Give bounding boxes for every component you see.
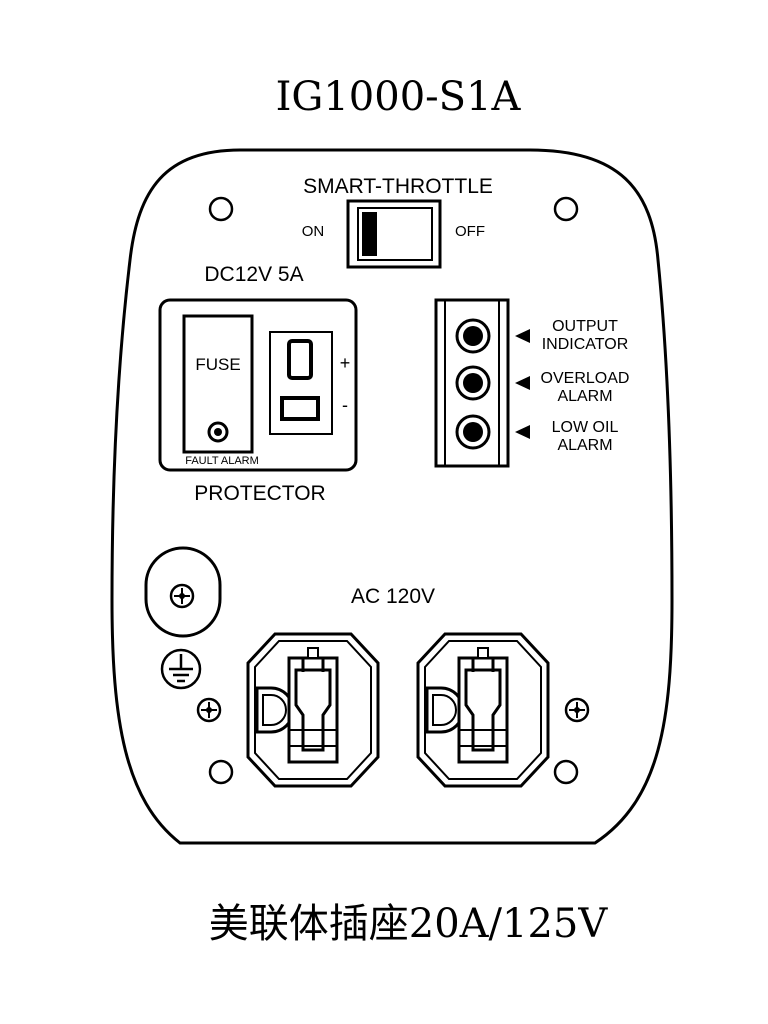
ground-symbol-icon — [160, 648, 202, 690]
panel-screw-icon — [564, 697, 590, 723]
mounting-hole — [208, 196, 234, 222]
output-indicator-lamp — [455, 318, 491, 354]
output-indicator-label-line1: OUTPUT — [552, 318, 618, 335]
pointer-triangle-icon — [515, 376, 530, 390]
fault-alarm-label: FAULT ALARM — [185, 455, 259, 467]
ac-outlet-left[interactable] — [246, 632, 380, 788]
smart-throttle-label: SMART-THROTTLE — [303, 175, 493, 198]
dc-minus-label: - — [342, 395, 348, 415]
fault-alarm-led — [207, 421, 229, 443]
dc-plus-label: + — [340, 353, 351, 373]
mounting-hole — [553, 759, 579, 785]
mounting-hole — [208, 759, 234, 785]
overload-alarm-label-line1: OVERLOAD — [541, 370, 630, 387]
dc-socket[interactable] — [269, 331, 333, 435]
dc-output-label: DC12V 5A — [204, 263, 303, 286]
outlet-spec-caption: 美联体插座20A/125V — [209, 901, 609, 947]
low-oil-alarm-label-line1: LOW OIL — [552, 419, 619, 436]
ground-screw-icon[interactable] — [169, 583, 195, 609]
fuse-label: FUSE — [195, 355, 240, 374]
output-indicator-label-line2: INDICATOR — [542, 336, 629, 353]
protector-label: PROTECTOR — [194, 482, 325, 505]
switch-on-label: ON — [302, 223, 325, 240]
low-oil-alarm-lamp — [455, 414, 491, 450]
switch-off-label: OFF — [455, 223, 485, 240]
pointer-triangle-icon — [515, 425, 530, 439]
smart-throttle-switch[interactable] — [346, 199, 442, 269]
ac-outlet-right[interactable] — [416, 632, 550, 788]
mounting-hole — [553, 196, 579, 222]
low-oil-alarm-label-line2: ALARM — [557, 437, 612, 454]
overload-alarm-label-line2: ALARM — [557, 388, 612, 405]
panel-screw-icon — [196, 697, 222, 723]
ac-output-label: AC 120V — [351, 585, 435, 608]
title: IG1000-S1A — [276, 74, 522, 120]
pointer-triangle-icon — [515, 329, 530, 343]
overload-alarm-lamp — [455, 365, 491, 401]
